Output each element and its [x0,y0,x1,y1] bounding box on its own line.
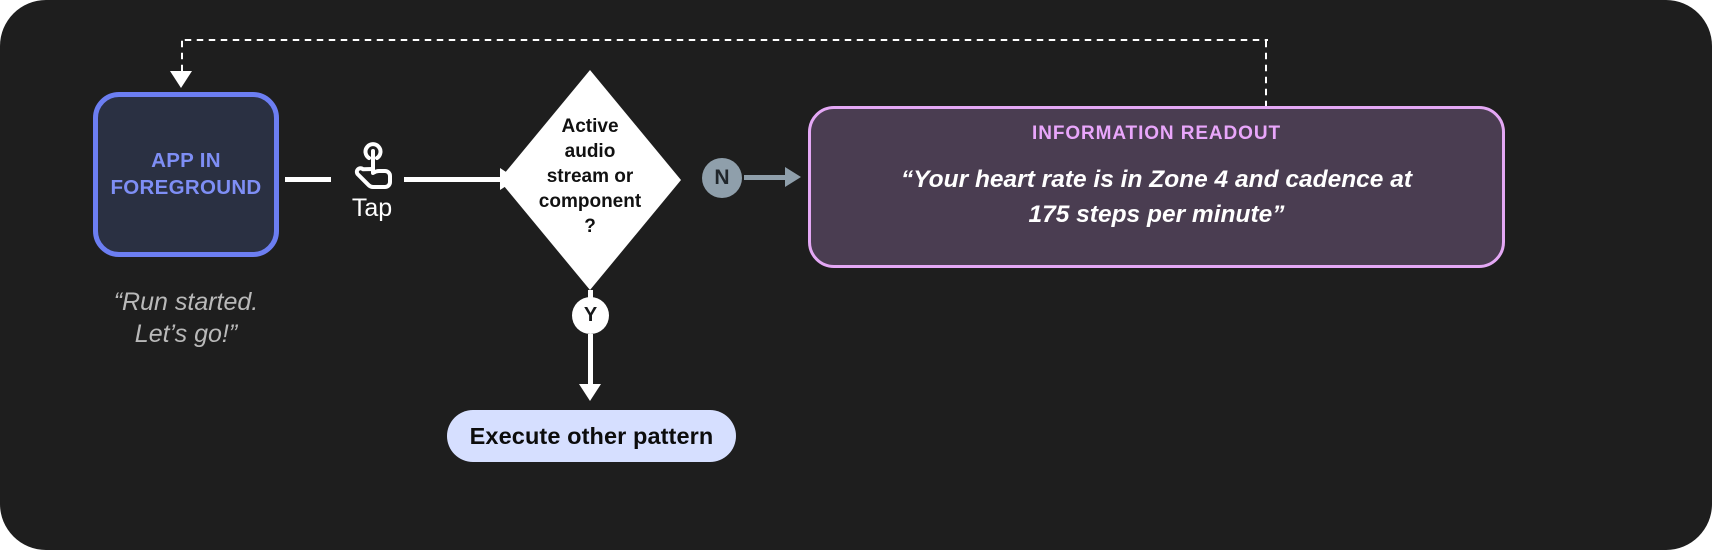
feedback-loop-segment-left [180,38,184,76]
branch-badge-no-label: N [714,166,730,189]
decision-diamond-shape-icon [499,70,681,290]
node-decision-audio-stream[interactable] [499,70,681,290]
feedback-loop-segment-top [182,38,1268,42]
information-readout-title: INFORMATION READOUT [1032,123,1281,144]
app-in-foreground-caption: “Run started. Let’s go!” [113,288,259,348]
tap-hand-icon [354,142,392,190]
branch-badge-yes: Y [572,297,609,334]
connector-yes-to-execute [588,334,593,386]
feedback-loop-arrowhead-icon [170,71,192,88]
feedback-loop-segment-right [1264,38,1268,108]
node-information-readout[interactable]: INFORMATION READOUT “Your heart rate is … [808,106,1505,268]
node-app-in-foreground[interactable]: APP IN FOREGROUND [93,92,279,257]
connector-decision-to-yes-badge [588,290,593,302]
branch-badge-yes-label: Y [583,304,598,326]
connector-app-to-tap [285,177,331,182]
connector-no-arrowhead-icon [785,167,801,187]
branch-badge-no: N [702,158,742,198]
connector-tap-to-decision [404,177,504,182]
gesture-tap-label: Tap [351,194,393,222]
node-execute-other-pattern[interactable]: Execute other pattern [447,410,736,462]
node-decision-label: Active audio stream or component ? [538,116,642,237]
node-execute-other-pattern-label: Execute other pattern [469,422,714,449]
node-app-in-foreground-label: APP IN FOREGROUND [110,149,262,199]
gesture-tap[interactable]: Tap [332,142,412,247]
connector-no-to-readout [744,175,788,180]
information-readout-body: “Your heart rate is in Zone 4 and cadenc… [900,166,1413,228]
connector-yes-arrowhead-icon [579,384,601,401]
